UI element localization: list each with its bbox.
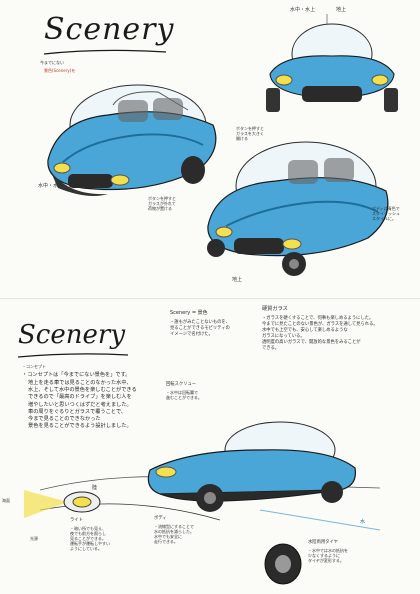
glass-text: ・ガラスを硬くすることで、何事も楽しめるようにした。 今までに見たことのない景色… <box>262 316 378 351</box>
label-sea-level: 海面 <box>2 498 10 503</box>
car-sketch-side <box>40 421 380 531</box>
top-tag-line1: 今までにない <box>40 60 64 65</box>
light-side-label: 光源 <box>30 536 38 541</box>
scenery-heading: Scenery = 景色 <box>170 310 208 316</box>
concept-heading: ・コンセプト <box>22 364 46 369</box>
title-underline <box>43 49 167 55</box>
car-sketch-land <box>207 141 389 276</box>
tire-text: ・水中では水の抵抗を 少なくするように タイヤが変形する。 <box>308 548 348 563</box>
body-text: ・流線型にすることで 水の抵抗を減らした。 水中でも安全に 走行できる。 <box>154 524 194 544</box>
headlight-detail <box>24 490 101 518</box>
screw-text: ・水中は回転翼で 進むことができる。 <box>166 390 202 400</box>
car-sketch-front <box>266 14 398 112</box>
bottom-title-underline <box>17 353 129 358</box>
note-color: ボディは青色で スタイリッシュ スタイルに。 <box>372 206 400 221</box>
car-sketch-main <box>47 84 217 196</box>
tire-heading: 水陸両用タイヤ <box>308 540 338 545</box>
label-land-bottom: 陸 <box>92 485 98 491</box>
section-divider <box>0 298 420 299</box>
light-heading: ライト <box>70 518 83 523</box>
note-glass-left: ボタンを押すと ガラスが外れて 荷物が置ける <box>148 196 176 211</box>
scenery-text: ・誰もがみたことないものを、 見ることができるモビリティの イメージで名付けた。 <box>170 320 231 337</box>
screw-heading: 回転スクリュー <box>166 382 197 387</box>
label-water-top: 水中・水上 <box>38 183 64 189</box>
label-land-top: 地上 <box>232 277 243 283</box>
concept-line1: ・コンセプトは「今までにない景色を」です。 <box>22 372 131 378</box>
bottom-title: Scenery <box>18 320 126 350</box>
tire-detail <box>264 543 302 585</box>
light-text: ・暗い所でも見え、 夜でも前方を照らし 見ることができる。 運転手が運転しやすい… <box>70 526 110 551</box>
top-title: Scenery <box>44 12 175 47</box>
label-water-bottom: 水 <box>360 519 366 525</box>
label-front-view: 水中・水上 <box>290 7 316 13</box>
top-tag-line2: 景色(Scenery)を <box>44 68 76 73</box>
concept-body: 地上を走る車では見ることのなかった水中、 水上、そして水中の景色を楽しむことがで… <box>28 380 137 430</box>
body-heading: ボディ <box>154 516 167 521</box>
glass-heading: 硬質ガラス <box>262 306 288 312</box>
note-side-right: ボタンを押すと ガラスを大きく 開ける <box>236 126 264 141</box>
label-front-view2: 地上 <box>336 7 347 13</box>
